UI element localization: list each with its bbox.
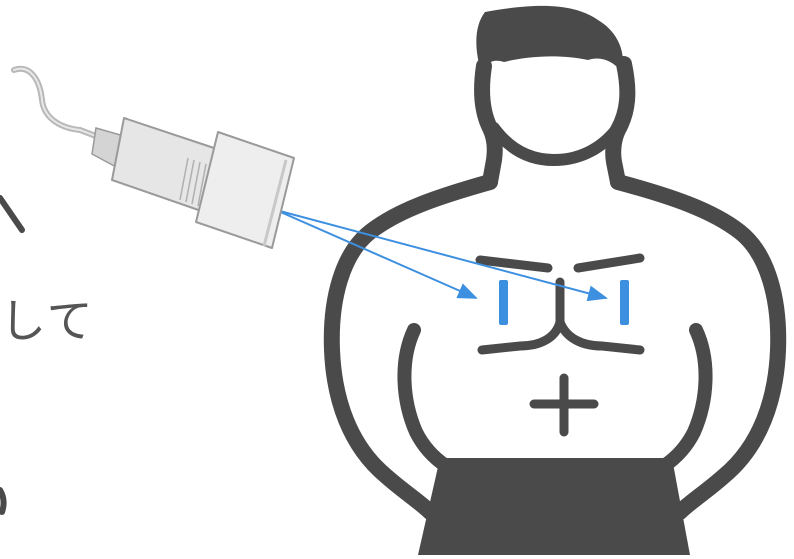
jaw-outline [488, 122, 622, 167]
right-marker [620, 280, 629, 325]
beam-arrow-right [275, 209, 608, 302]
probe-cable [11, 65, 109, 143]
cropped-glyph-fragment [0, 487, 7, 515]
plus-icon [529, 373, 599, 437]
ultrasound-probe-icon [11, 65, 295, 249]
beam-arrow-left [275, 209, 478, 299]
right-pec-top [573, 253, 645, 273]
measurement-markers [499, 280, 629, 325]
sternum-line [477, 277, 645, 355]
left-marker [499, 280, 508, 325]
hair-shape [476, 5, 623, 74]
beam-arrows [275, 209, 608, 302]
right-arm-inner [657, 323, 713, 473]
male-torso-figure-icon [323, 5, 787, 555]
body-outline [323, 174, 787, 520]
cropped-glyph-stroke [0, 195, 25, 233]
shorts-shape [418, 458, 690, 555]
left-pec-top [475, 255, 553, 273]
left-arm-inner [397, 323, 453, 473]
partial-caption-text: して [0, 294, 95, 348]
